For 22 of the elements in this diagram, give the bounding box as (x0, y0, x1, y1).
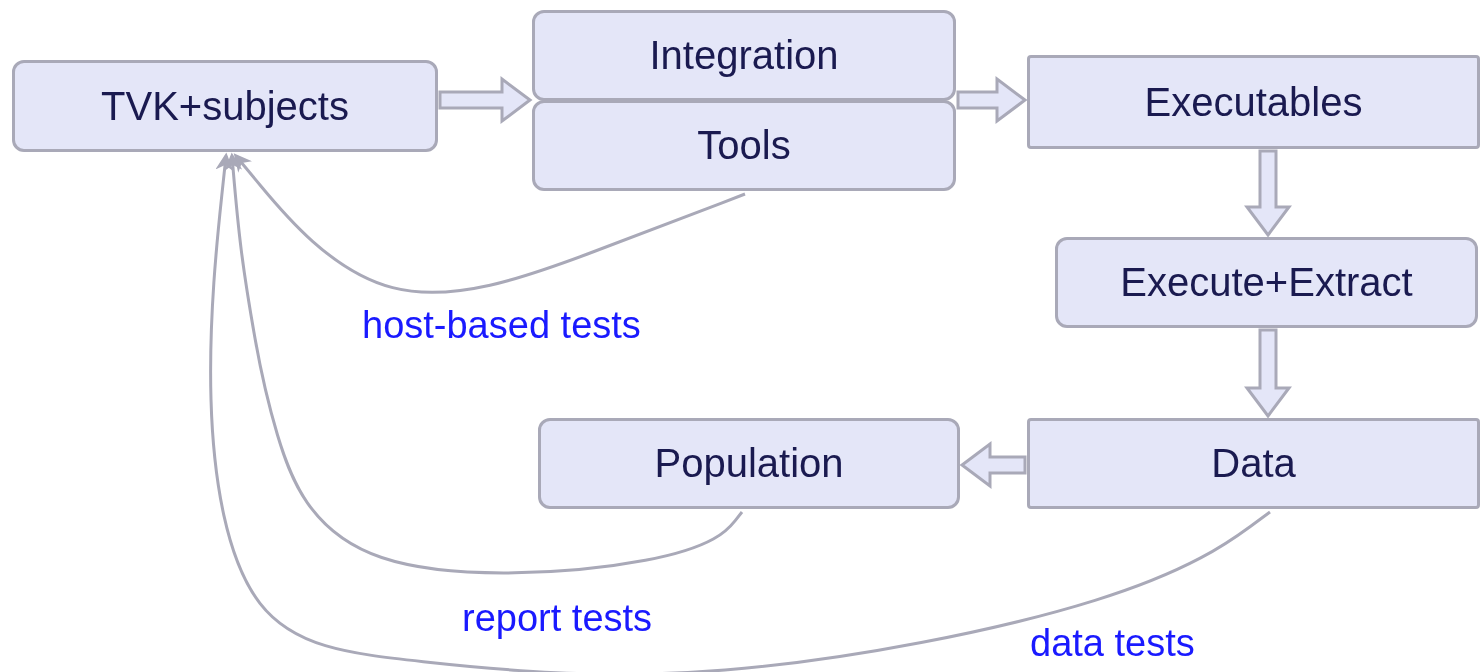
box-label: Tools (697, 123, 791, 168)
process-box (1027, 55, 1480, 149)
process-box (1027, 418, 1480, 509)
process-box (532, 10, 956, 101)
block-arrow (1244, 149, 1292, 238)
box-label: Execute+Extract (1120, 260, 1413, 305)
process-box (12, 60, 438, 152)
box-label: Integration (649, 33, 839, 78)
process-box (538, 418, 960, 509)
block-arrow (438, 76, 533, 124)
box-label: TVK+subjects (101, 83, 349, 129)
block-arrow (1244, 328, 1292, 419)
block-arrow (956, 76, 1028, 124)
process-box (532, 100, 956, 191)
block-arrow (959, 441, 1027, 489)
curved-arrow (233, 153, 746, 294)
curved-arrow (224, 152, 744, 575)
curved-arrow (209, 152, 1271, 672)
box-label: Data (1211, 441, 1296, 486)
box-label: Executables (1144, 79, 1363, 125)
box-label: Population (654, 441, 844, 486)
process-box (1055, 237, 1478, 328)
